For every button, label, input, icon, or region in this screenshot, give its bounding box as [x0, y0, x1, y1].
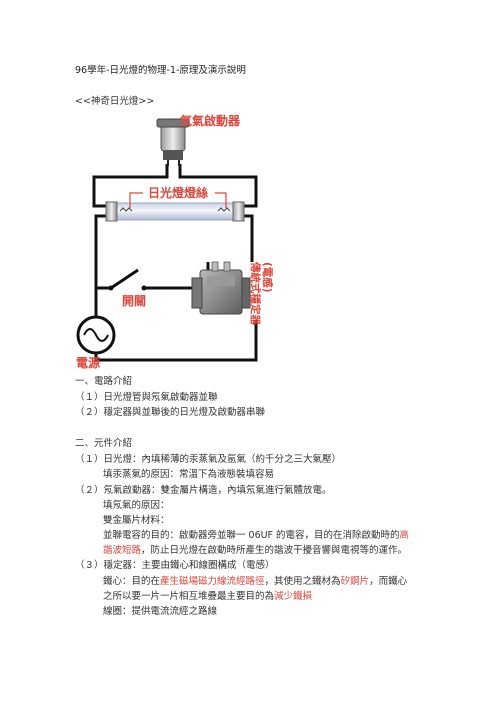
capacitor-highlight: 高: [399, 530, 410, 541]
item-text: 穩定器與並聯後的日光燈及啟動器串聯: [103, 407, 266, 418]
item-text: 穩定器：主要由鐵心和線圈構成（電感）: [103, 560, 275, 571]
iron-core-line2: 之所以要一片一片相互堆疊最主要目的為減少鐵損: [103, 591, 312, 603]
core-text: 鐵心：目的在: [103, 576, 161, 587]
iron-core-line1: 鐵心：目的在產生磁場磁力線流經路徑，其使用之鐵材為矽鋼片，而鐵心: [103, 576, 407, 588]
ballast-sub-label: (電感): [261, 262, 274, 293]
neon-starter: [156, 118, 190, 166]
coil-description: 線圈：提供電流流經之路線: [103, 606, 218, 617]
mercury-reason: 填汞蒸氣的原因：常溫下為液態裝填容易: [103, 469, 275, 480]
section2-item2: （２）氖氣啟動器：雙金屬片構造，內填氖氣進行氣體放電。: [75, 485, 332, 497]
section2-heading: 二、元件介紹: [75, 438, 133, 449]
capacitor-text: ，防止日光燈在啟動時所產生的諧波干擾音響與電視等的運作。: [141, 545, 408, 556]
left-filament: [119, 207, 133, 212]
core-highlight: 產生磁場磁力線流經路徑: [160, 576, 265, 587]
core-highlight: 減少鐵損: [274, 591, 313, 602]
section1-heading: 一、電路介紹: [75, 376, 133, 387]
item-text: 日光燈：內填稀薄的汞蒸氣及氬氣（約千分之三大氣壓）: [103, 454, 342, 465]
ballast-label: 傳統式穩定器: [249, 261, 262, 325]
item-number: （１）: [75, 392, 104, 403]
fluorescent-tube: [105, 201, 245, 222]
sine-wave-icon: [83, 328, 109, 342]
item-number: （３）: [75, 560, 104, 571]
capacitor-purpose-line1: 並聯電容的目的：啟動器旁並聯一 06UF 的電容，目的在消除啟動時的高: [103, 530, 409, 542]
section1-item1: （１）日光燈管與氖氣啟動器並聯: [75, 392, 218, 404]
item-number: （２）: [75, 485, 104, 496]
page-title: 96學年-日光燈的物理-1-原理及演示說明: [75, 65, 246, 76]
bimetal-material: 雙金屬片材料：: [103, 515, 170, 526]
filament-pointer-left: [129, 192, 143, 208]
switch-label: 開關: [122, 294, 146, 308]
core-text: ，其使用之鐵材為: [264, 576, 341, 587]
capacitor-purpose-line2: 諧波短路，防止日光燈在啟動時所產生的諧波干擾音響與電視等的運作。: [103, 545, 407, 557]
switch: [108, 268, 147, 291]
ac-power-source: [76, 315, 116, 355]
section-subtitle: <<神奇日光燈>>: [75, 96, 155, 107]
item-number: （１）: [75, 454, 104, 465]
starter-label: 氖氣啟動器: [180, 113, 241, 128]
section2-item1: （１）日光燈：內填稀薄的汞蒸氣及氬氣（約千分之三大氣壓）: [75, 454, 341, 466]
ballast: [191, 261, 251, 315]
core-text: ，而鐵心: [369, 576, 408, 587]
capacitor-text: 並聯電容的目的：啟動器旁並聯一 06UF 的電容，目的在消除啟動時的: [103, 530, 400, 541]
item-number: （２）: [75, 407, 104, 418]
circuit-diagram: 氖氣啟動器 日光燈燈絲 (電感) 傳統式穩定器 開關 電源: [76, 113, 274, 370]
neon-reason: 填氖氣的原因：: [103, 500, 170, 511]
section1-item2: （２）穩定器與並聯後的日光燈及啟動器串聯: [75, 407, 265, 419]
item-text: 氖氣啟動器：雙金屬片構造，內填氖氣進行氣體放電。: [103, 485, 332, 496]
right-filament: [217, 207, 231, 212]
power-label: 電源: [76, 355, 100, 370]
section2-item3: （３）穩定器：主要由鐵心和線圈構成（電感）: [75, 560, 275, 572]
item-text: 日光燈管與氖氣啟動器並聯: [103, 392, 218, 403]
core-text: 之所以要一片一片相互堆疊最主要目的為: [103, 591, 275, 602]
filament-label: 日光燈燈絲: [148, 185, 208, 200]
filament-pointer-right: [215, 192, 227, 208]
core-highlight: 矽鋼片: [340, 576, 370, 587]
capacitor-highlight: 諧波短路: [103, 545, 142, 556]
